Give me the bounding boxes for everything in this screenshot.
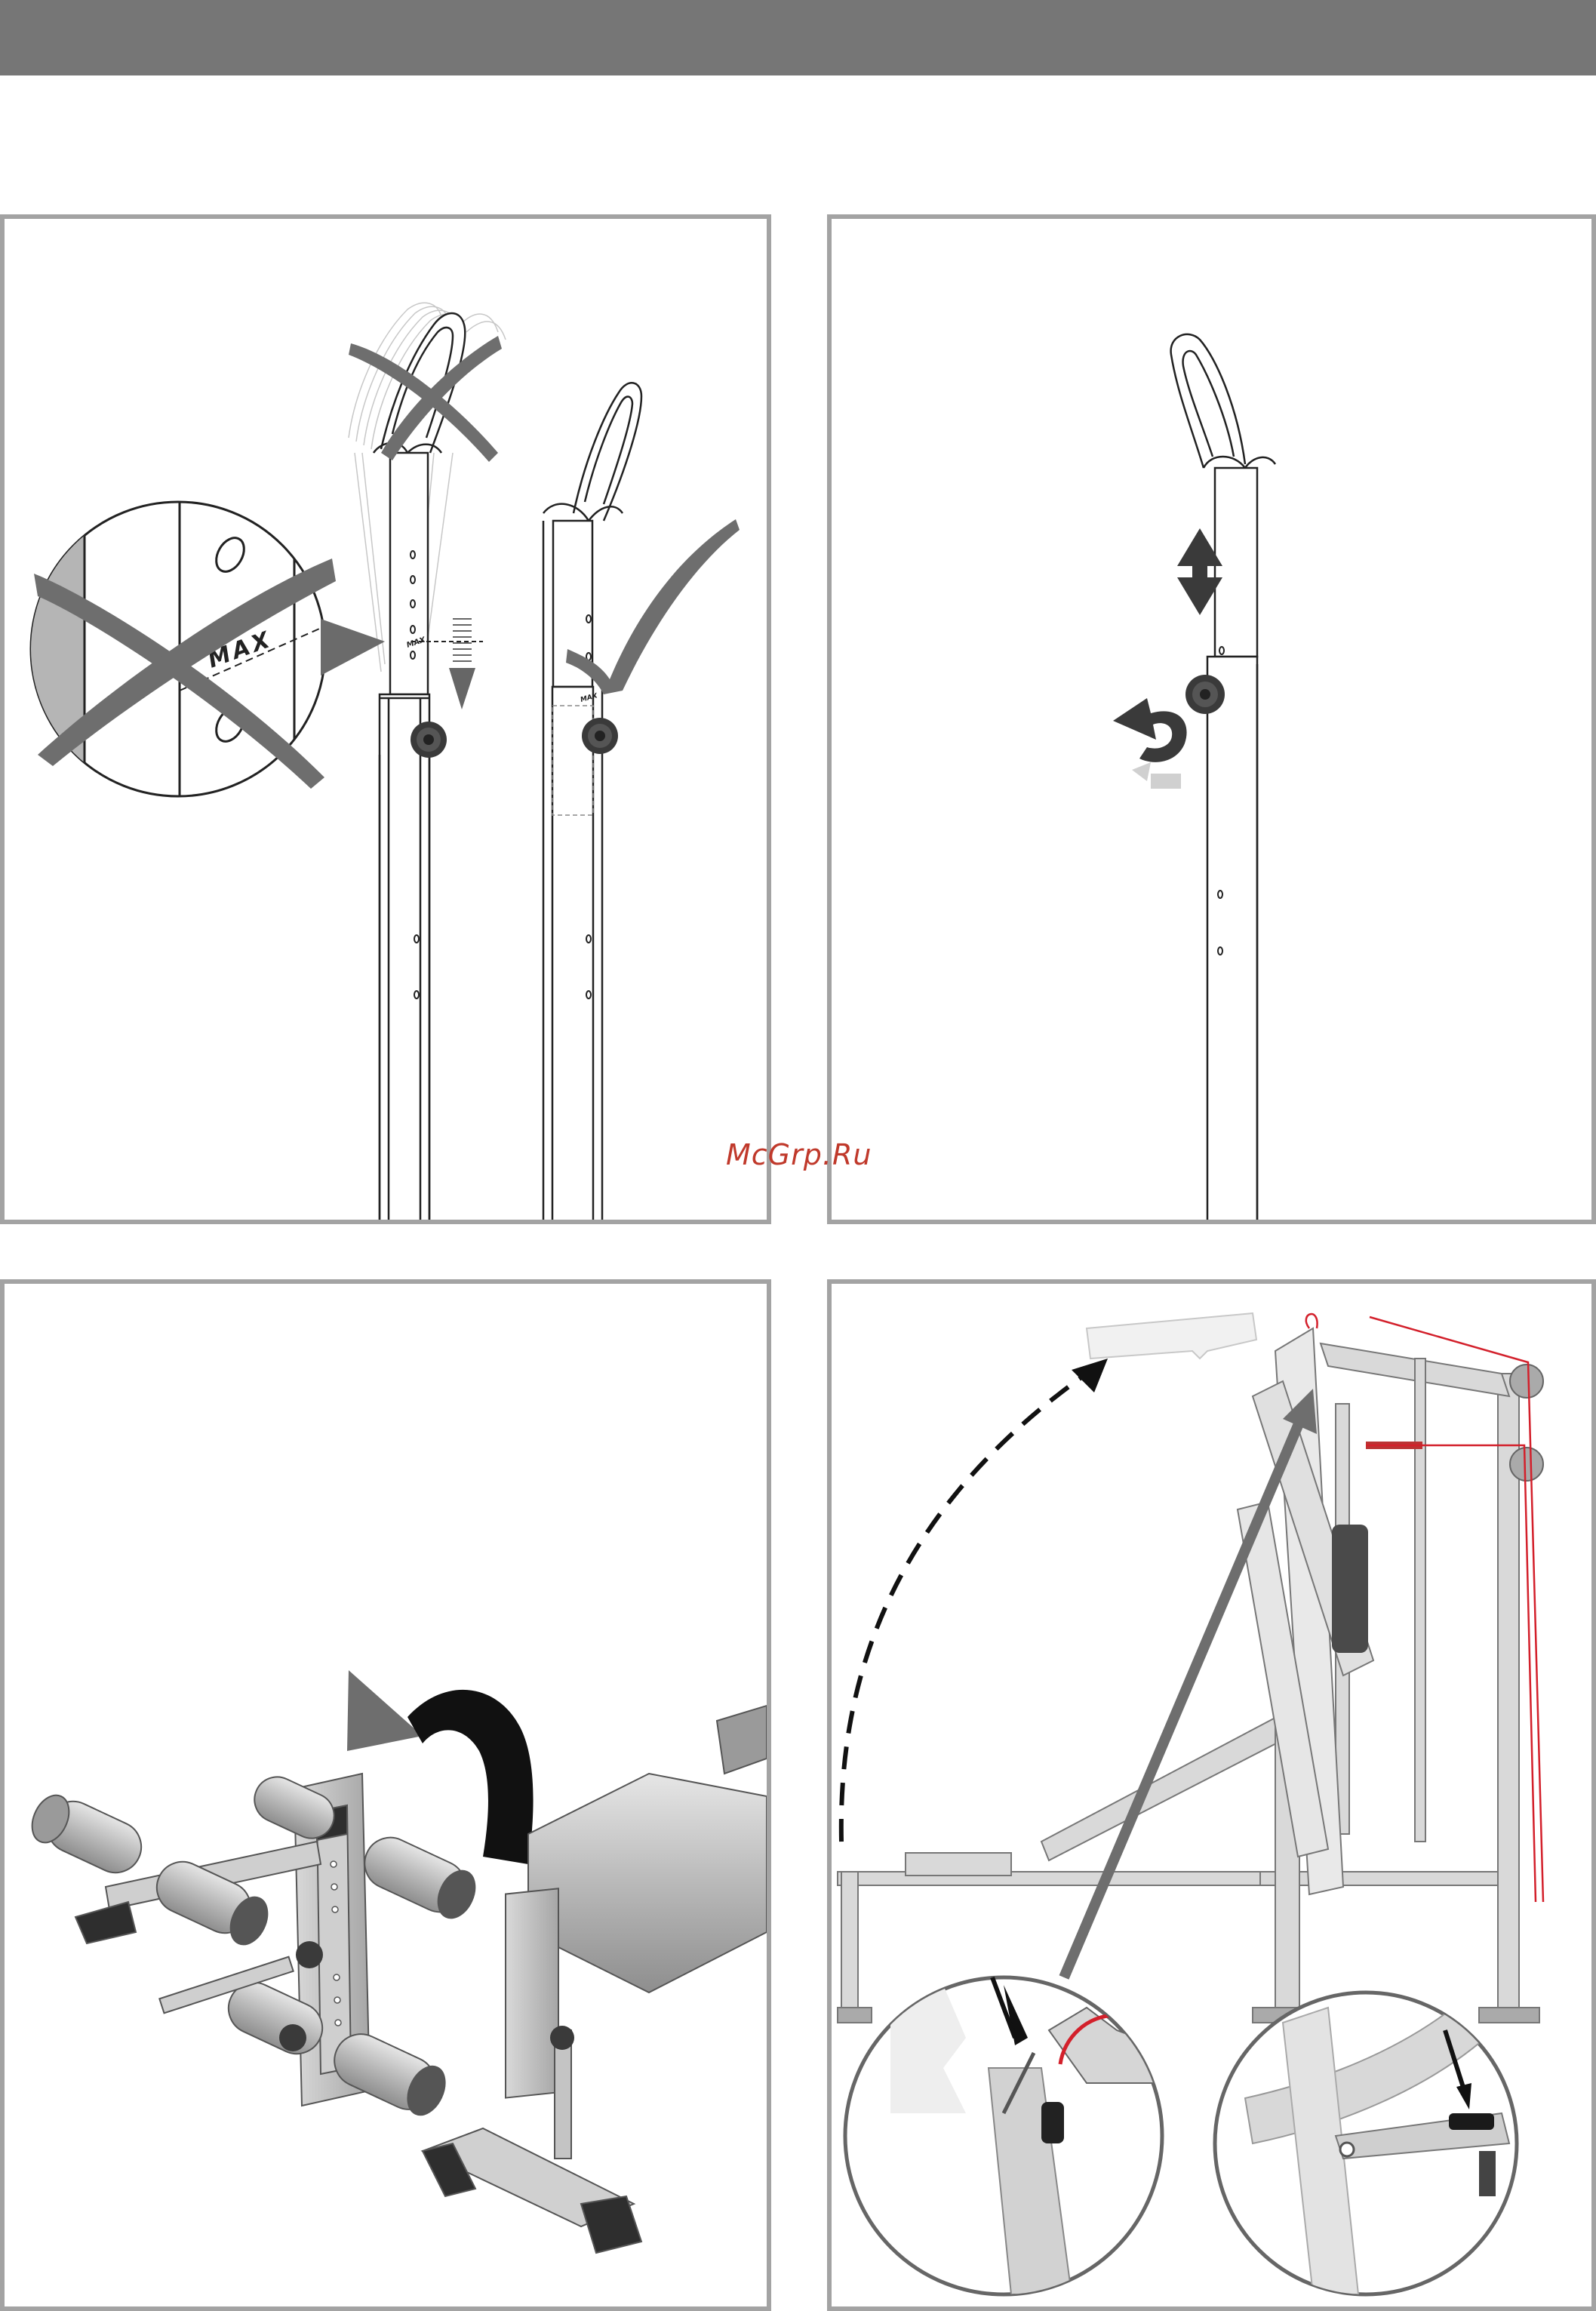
panel-post-adjust xyxy=(827,214,1596,1224)
zoom-detail-circle-latch xyxy=(845,1977,1185,2294)
leg-developer-illustration xyxy=(5,1284,767,2306)
swing-arrow-icon xyxy=(347,1670,534,1864)
post-adjust-illustration xyxy=(832,219,1591,1220)
post-height-illustration: MAX MAX xyxy=(5,219,767,1220)
knob-icon xyxy=(411,722,447,758)
panel-fold-machine xyxy=(827,1279,1596,2311)
knob-icon xyxy=(1185,675,1225,714)
watermark: McGrp.Ru xyxy=(726,1138,872,1171)
zoom-detail-circle-lever xyxy=(1215,1993,1517,2294)
panel-leg-developer xyxy=(0,1279,771,2311)
dashed-curve-arrow-icon xyxy=(841,1374,1087,1842)
fold-machine-illustration xyxy=(832,1284,1591,2306)
knob-icon xyxy=(582,718,618,754)
rotate-arrow-icon xyxy=(1113,698,1187,789)
header-bar xyxy=(0,0,1596,75)
panel-post-height-limit: MAX MAX xyxy=(0,214,771,1224)
